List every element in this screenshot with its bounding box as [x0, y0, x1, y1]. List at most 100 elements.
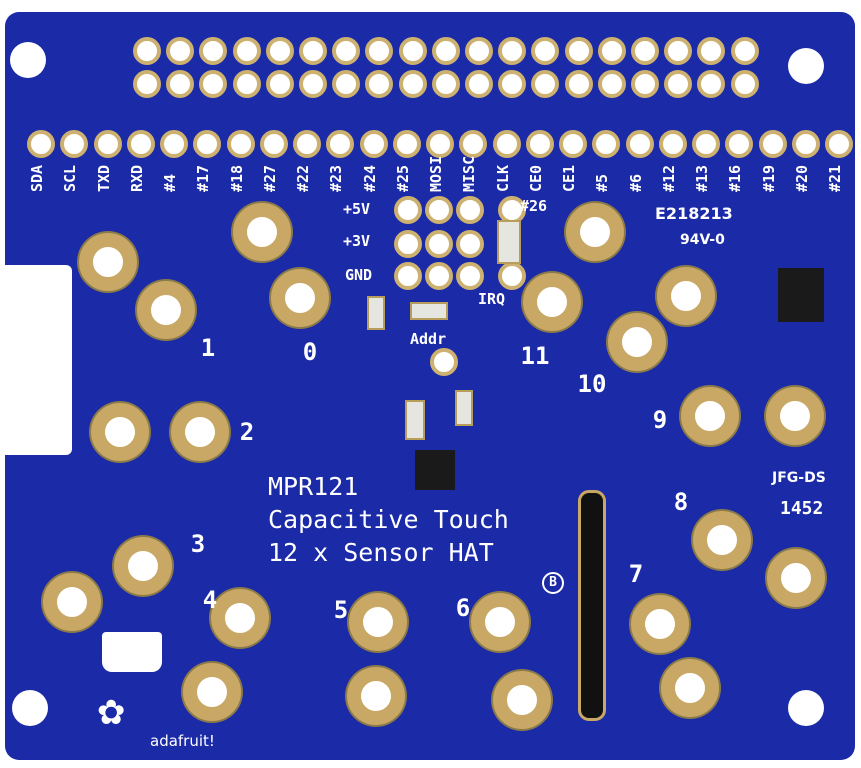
header-hole [365, 37, 394, 65]
label-26: #26 [520, 197, 548, 215]
header-hole [492, 130, 521, 158]
pin-label: #17 [194, 164, 213, 192]
header-hole [730, 37, 759, 65]
pin-label: CE0 [526, 164, 545, 192]
mpr121-chip [415, 450, 455, 490]
touch-pad-1[interactable] [79, 233, 137, 291]
touch-pad-2[interactable] [171, 403, 229, 461]
touch-pad-4[interactable] [211, 589, 269, 647]
resistor [410, 302, 448, 320]
touch-pad-3[interactable] [114, 537, 172, 595]
touch-pad-5[interactable] [347, 667, 405, 725]
pin-label: MOSI [427, 155, 445, 192]
header-hole [664, 37, 693, 65]
pin-label: #5 [593, 173, 612, 192]
header-hole [394, 230, 422, 258]
header-hole [392, 130, 421, 158]
header-hole [597, 37, 626, 65]
touch-pad-9[interactable] [766, 387, 824, 445]
header-hole [332, 70, 361, 98]
pad-label-8: 8 [673, 488, 689, 516]
pin-label: RXD [127, 164, 146, 192]
pin-label: CLK [493, 164, 512, 192]
header-hole [825, 130, 853, 158]
brand-label: adafruit! [150, 732, 215, 750]
pin-label: #4 [161, 173, 179, 192]
pad-label-0: 0 [302, 338, 318, 366]
header-hole [592, 130, 621, 158]
touch-pad-0[interactable] [233, 203, 291, 261]
header-hole [226, 130, 255, 158]
touch-pad-11[interactable] [566, 203, 624, 261]
header-hole [133, 70, 161, 98]
header-hole [359, 130, 388, 158]
pad-label-4: 4 [202, 586, 218, 614]
header-hole [160, 130, 188, 158]
header-hole [498, 196, 526, 224]
header-hole [326, 130, 355, 158]
touch-pad-10[interactable] [608, 313, 666, 371]
header-hole [697, 37, 726, 65]
pin-label: #16 [726, 164, 745, 192]
header-hole [664, 70, 693, 98]
pin-label: #22 [294, 164, 312, 192]
header-hole [465, 70, 493, 98]
touch-pad-6[interactable] [471, 593, 529, 651]
rating-marking: 94V-0 [680, 232, 725, 248]
header-hole [166, 70, 195, 98]
touch-pad-2[interactable] [91, 403, 149, 461]
capacitor [405, 400, 425, 440]
pin-label: #6 [626, 173, 645, 192]
pin-label: #24 [360, 164, 379, 192]
touch-pad-3[interactable] [43, 573, 101, 631]
header-hole [93, 130, 122, 158]
header-hole [394, 196, 422, 224]
header-hole [394, 262, 422, 290]
touch-pad-11[interactable] [523, 273, 581, 331]
touch-pad-7[interactable] [661, 659, 719, 717]
header-hole [60, 130, 89, 158]
resistor [367, 296, 385, 330]
pin-label: TXD [94, 164, 113, 192]
pad-label-2: 2 [239, 418, 255, 446]
header-hole [758, 130, 787, 158]
header-hole [126, 130, 155, 158]
title-line1: MPR121 [268, 472, 359, 501]
header-hole [564, 37, 593, 65]
header-hole [425, 230, 453, 258]
header-hole [631, 70, 659, 98]
title-line3: 12 x Sensor HAT [268, 538, 494, 567]
header-hole [232, 37, 261, 65]
touch-pad-8[interactable] [767, 549, 825, 607]
header-hole [498, 262, 526, 290]
header-hole [425, 196, 453, 224]
touch-pad-7[interactable] [631, 595, 689, 653]
touch-pad-5[interactable] [349, 593, 407, 651]
label-3v: +3V [343, 232, 371, 250]
solder-jumper [497, 220, 521, 264]
touch-pad-6[interactable] [493, 671, 551, 729]
pad-label-11: 11 [520, 342, 550, 370]
pin-label: #18 [227, 164, 246, 192]
board-notch [0, 265, 72, 455]
header-hole [559, 130, 587, 158]
touch-pad-0[interactable] [271, 269, 329, 327]
pin-label: #27 [260, 164, 279, 192]
header-hole [498, 70, 527, 98]
touch-pad-1[interactable] [137, 281, 195, 339]
header-hole [525, 130, 554, 158]
header-hole [465, 37, 493, 65]
mounting-hole [10, 42, 46, 78]
touch-pad-9[interactable] [681, 387, 739, 445]
pad-label-3: 3 [190, 530, 206, 558]
logo-b: B [542, 572, 564, 594]
header-hole [398, 70, 427, 98]
header-hole [692, 130, 720, 158]
touch-pad-10[interactable] [657, 267, 715, 325]
header-hole [166, 37, 195, 65]
label-addr: Addr [410, 330, 447, 348]
mounting-hole [788, 48, 824, 84]
header-hole [431, 70, 460, 98]
touch-pad-4[interactable] [183, 663, 241, 721]
touch-pad-8[interactable] [693, 511, 751, 569]
